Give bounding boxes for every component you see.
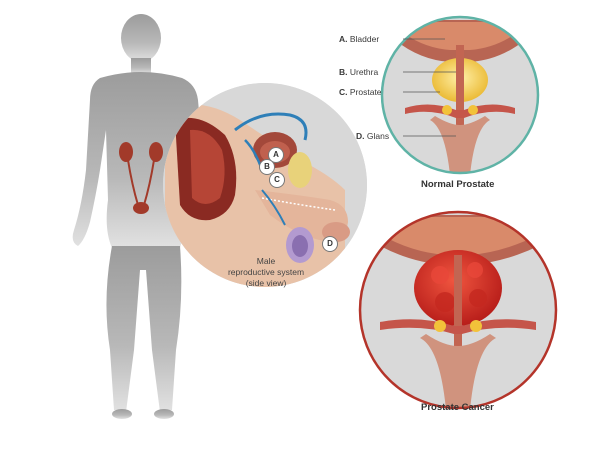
label-prostate-letter: C. <box>339 87 348 97</box>
marker-d: D <box>322 236 338 252</box>
marker-c: C <box>269 172 285 188</box>
caption-line-2: reproductive system <box>227 267 305 277</box>
label-bladder: A. Bladder <box>339 34 379 44</box>
marker-b: B <box>259 159 275 175</box>
side-view-caption: Male reproductive system (side view) <box>210 256 322 289</box>
caption-line-1: Male <box>256 256 276 266</box>
urinary-system-icon <box>119 142 163 214</box>
label-prostate: C. Prostate <box>339 87 382 97</box>
label-bladder-letter: A. <box>339 34 348 44</box>
caption-line-3: (side view) <box>245 278 287 288</box>
label-urethra-text: Urethra <box>349 67 379 77</box>
prostate-cancer-caption: Prostate Cancer <box>421 402 494 413</box>
label-urethra: B. Urethra <box>339 67 378 77</box>
cancer-prostate-panel <box>358 210 558 410</box>
normal-prostate-panel <box>380 15 540 175</box>
side-view-panel <box>163 83 367 287</box>
label-bladder-text: Bladder <box>349 34 380 44</box>
label-leaders <box>403 38 456 137</box>
label-glans-text: Glans <box>366 131 390 141</box>
marker-a: A <box>268 147 284 163</box>
label-urethra-letter: B. <box>339 67 348 77</box>
label-glans-letter: D. <box>356 131 365 141</box>
normal-prostate-caption: Normal Prostate <box>421 179 495 190</box>
label-glans: D. Glans <box>356 131 389 141</box>
label-prostate-text: Prostate <box>349 87 382 97</box>
